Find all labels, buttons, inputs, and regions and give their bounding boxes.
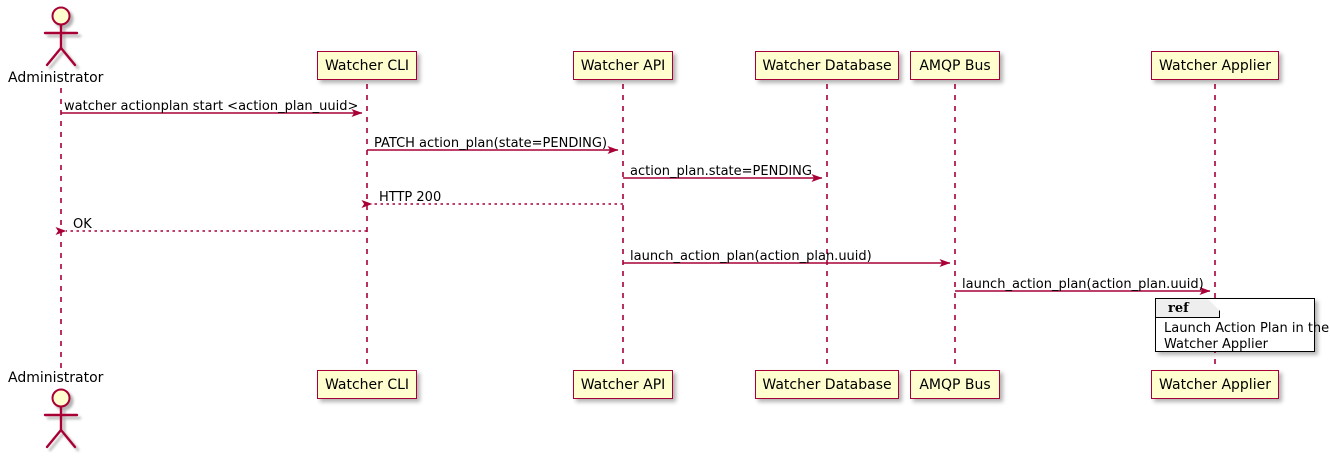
actor-label-administrator-bottom: Administrator <box>8 370 103 386</box>
participant-watcher-api-top[interactable]: Watcher API <box>573 51 673 80</box>
participant-watcher-database-top[interactable]: Watcher Database <box>755 51 899 80</box>
participant-watcher-cli-top[interactable]: Watcher CLI <box>317 51 417 80</box>
actor-label-administrator-top: Administrator <box>8 70 103 86</box>
participant-label: Watcher API <box>580 376 666 393</box>
participant-amqp-bus-bottom[interactable]: AMQP Bus <box>910 370 1000 399</box>
participant-label: Watcher Database <box>762 57 892 74</box>
message-label-patch-action-plan: PATCH action_plan(state=PENDING) <box>374 136 608 151</box>
participant-watcher-applier-top[interactable]: Watcher Applier <box>1151 51 1279 80</box>
participant-label: Watcher Database <box>762 376 892 393</box>
message-label-action-plan-state-pending: action_plan.state=PENDING <box>630 164 812 179</box>
message-label-launch-action-plan-amqp: launch_action_plan(action_plan.uuid) <box>630 249 872 264</box>
ref-fragment[interactable]: ref Launch Action Plan in the Watcher Ap… <box>1155 298 1329 352</box>
participant-watcher-database-bottom[interactable]: Watcher Database <box>755 370 899 399</box>
participant-label: Watcher Applier <box>1159 57 1271 74</box>
participant-label: Watcher Applier <box>1159 376 1271 393</box>
actor-name: Administrator <box>8 70 104 86</box>
participant-watcher-applier-bottom[interactable]: Watcher Applier <box>1151 370 1279 399</box>
message-label-ok: OK <box>73 217 92 232</box>
actor-name: Administrator <box>8 370 104 386</box>
ref-tab-label: ref <box>1168 301 1189 316</box>
message-label-watcher-actionplan-start: watcher actionplan start <action_plan_uu… <box>64 99 359 114</box>
actor-administrator-top <box>43 6 79 67</box>
lifelines-group <box>60 84 1216 371</box>
participant-label: AMQP Bus <box>919 376 991 393</box>
participant-watcher-api-bottom[interactable]: Watcher API <box>573 370 673 399</box>
messages-group <box>55 109 1211 295</box>
participant-label: Watcher CLI <box>324 57 410 74</box>
participant-amqp-bus-top[interactable]: AMQP Bus <box>910 51 1000 80</box>
message-label-launch-action-plan-applier: launch_action_plan(action_plan.uuid) <box>962 277 1204 292</box>
ref-body-line-1: Launch Action Plan in the <box>1164 321 1330 336</box>
message-label-http-200: HTTP 200 <box>379 190 442 205</box>
participant-label: Watcher API <box>580 57 666 74</box>
participant-watcher-cli-bottom[interactable]: Watcher CLI <box>317 370 417 399</box>
participant-label: Watcher CLI <box>324 376 410 393</box>
actor-administrator-bottom <box>43 388 79 449</box>
participant-label: AMQP Bus <box>919 57 991 74</box>
ref-body-line-2: Watcher Applier <box>1164 337 1268 352</box>
